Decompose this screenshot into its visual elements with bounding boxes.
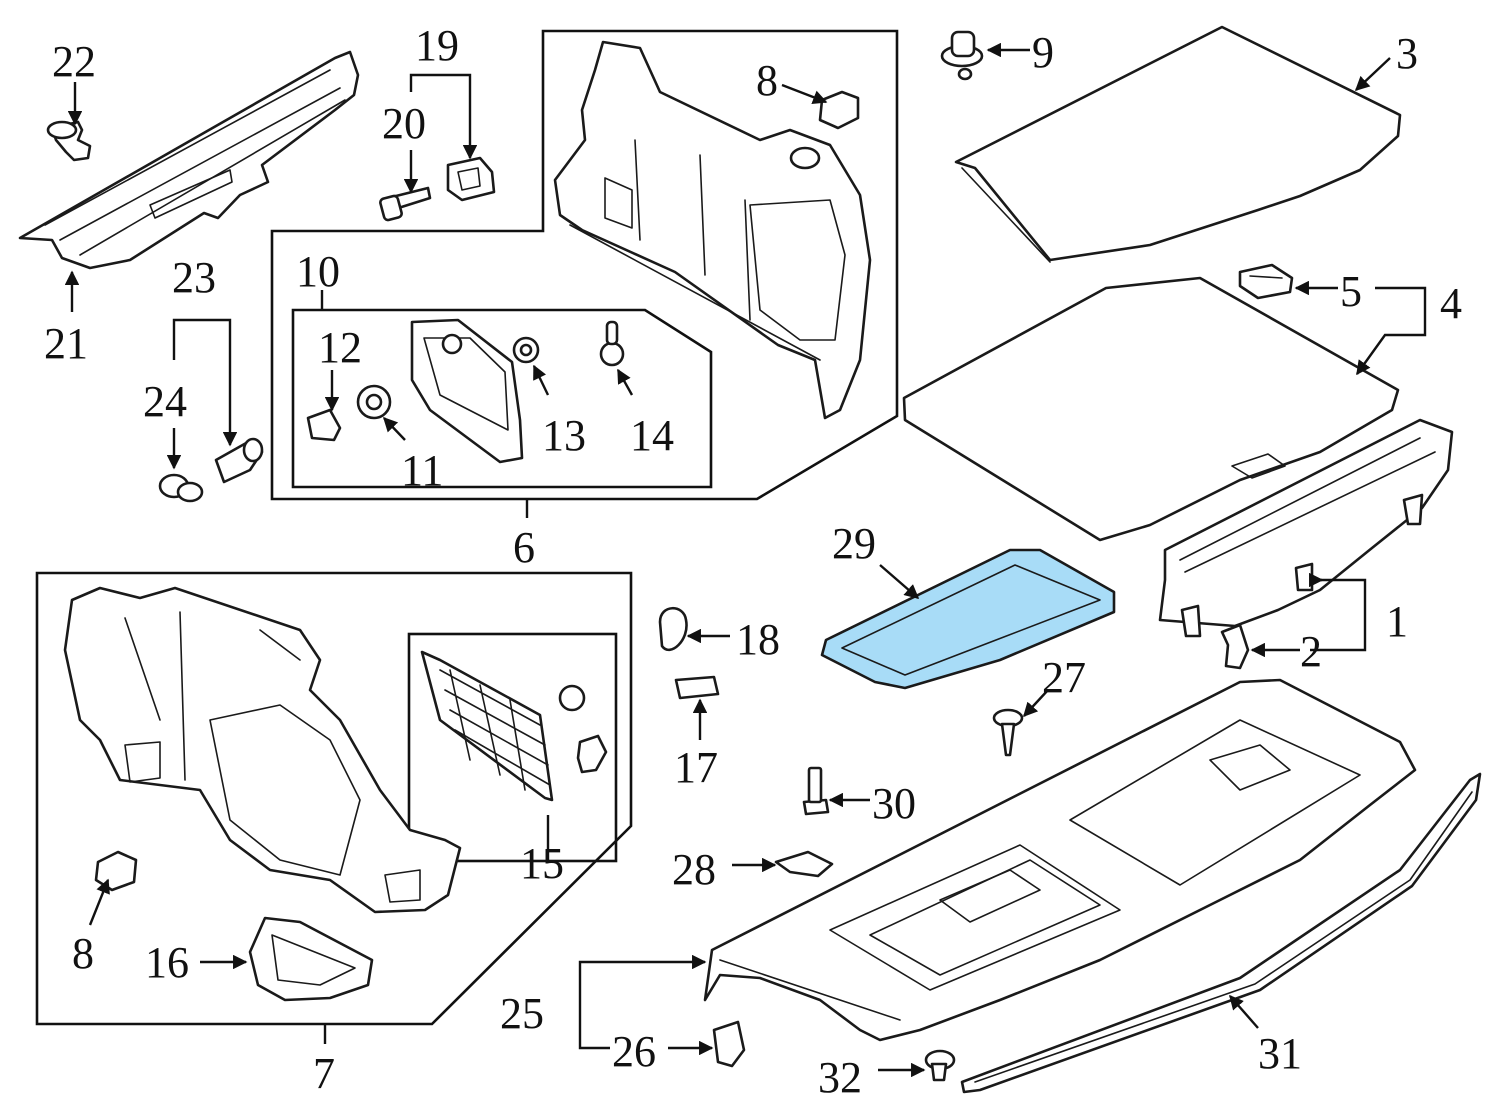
sill-trim-part xyxy=(18,50,360,270)
trunk-floor-4 xyxy=(902,276,1400,542)
bolt-20 xyxy=(379,186,432,222)
callout-21: 21 xyxy=(44,319,88,368)
callout-6: 6 xyxy=(513,523,535,572)
group-frame-7 xyxy=(35,571,633,1026)
tray-16 xyxy=(248,916,374,1002)
callout-23: 23 xyxy=(172,253,216,302)
group-frame-10 xyxy=(291,308,713,489)
hook-14 xyxy=(599,320,625,367)
washer-13 xyxy=(512,336,540,364)
clip-8-bottom xyxy=(94,850,138,892)
callout-20: 20 xyxy=(382,99,426,148)
callout-4: 4 xyxy=(1440,279,1462,328)
callout-25: 25 xyxy=(500,989,544,1038)
callout-19: 19 xyxy=(415,21,459,70)
package-tray-25 xyxy=(703,678,1417,1042)
callout-22: 22 xyxy=(52,37,96,86)
clip-26 xyxy=(712,1020,746,1068)
pad-17 xyxy=(674,675,720,700)
callout-10: 10 xyxy=(296,247,340,296)
insert-29 xyxy=(820,548,1116,690)
callout-17: 17 xyxy=(674,743,718,792)
floor-cover-3 xyxy=(954,25,1402,263)
bolt-30 xyxy=(802,766,830,816)
callout-labels: 1 2 3 4 5 6 7 8 8 9 10 11 12 13 14 15 16… xyxy=(44,21,1462,1102)
callout-31: 31 xyxy=(1258,1029,1302,1078)
grommet-11 xyxy=(356,384,392,420)
quarter-trim-left xyxy=(63,586,462,914)
callout-11: 11 xyxy=(401,446,443,495)
cap-24 xyxy=(158,473,204,503)
quarter-trim-right xyxy=(553,40,872,420)
callout-28: 28 xyxy=(672,845,716,894)
callout-32: 32 xyxy=(818,1053,862,1102)
trim-strip-31 xyxy=(960,772,1482,1094)
cap-12 xyxy=(306,408,342,442)
callout-9: 9 xyxy=(1032,28,1054,77)
callout-3: 3 xyxy=(1396,29,1418,78)
callout-8-bottom: 8 xyxy=(72,929,94,978)
callout-13: 13 xyxy=(542,411,586,460)
clip-8-top xyxy=(818,90,860,130)
screw-27 xyxy=(992,708,1024,757)
clip-28 xyxy=(774,850,834,878)
callout-5: 5 xyxy=(1340,267,1362,316)
callout-12: 12 xyxy=(318,323,362,372)
push-pin-9 xyxy=(940,30,984,81)
callout-26: 26 xyxy=(612,1027,656,1076)
leader-lines xyxy=(64,42,1427,1078)
clip-19 xyxy=(446,156,496,202)
callout-18: 18 xyxy=(736,615,780,664)
callout-24: 24 xyxy=(143,377,187,426)
sill-plate-1 xyxy=(1158,418,1454,638)
callout-30: 30 xyxy=(872,779,916,828)
clip-2 xyxy=(1220,623,1250,670)
net-15 xyxy=(420,650,608,802)
retainer-23 xyxy=(214,437,264,484)
clip-5 xyxy=(1238,263,1294,300)
callout-8-top: 8 xyxy=(756,56,778,105)
push-pin-22 xyxy=(46,120,92,162)
callout-2: 2 xyxy=(1300,627,1322,676)
callout-7: 7 xyxy=(313,1049,335,1098)
group-frame-6 xyxy=(270,29,899,501)
callout-14: 14 xyxy=(630,411,674,460)
cover-10 xyxy=(410,318,524,464)
callout-16: 16 xyxy=(145,938,189,987)
callout-27: 27 xyxy=(1042,653,1086,702)
callout-29: 29 xyxy=(832,519,876,568)
callout-1: 1 xyxy=(1386,597,1408,646)
clip-18 xyxy=(658,606,688,652)
push-pin-32 xyxy=(924,1049,956,1082)
callout-15: 15 xyxy=(520,839,564,888)
group-frame-15 xyxy=(407,632,618,863)
